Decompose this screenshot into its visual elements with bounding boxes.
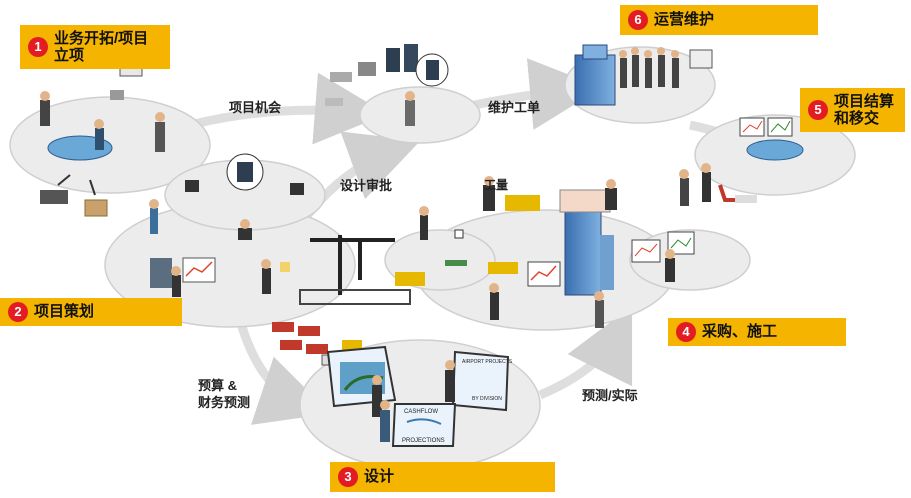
scene-center <box>325 44 449 126</box>
phase-6-badge: 6 运营维护 <box>620 5 818 35</box>
phase-3-label: 设计 <box>364 468 395 486</box>
phase-4-badge: 4 采购、施工 <box>668 318 846 346</box>
scene-construction <box>488 179 617 328</box>
phase-2-badge: 2 项目策划 <box>0 298 182 326</box>
flow-label-maintenance: 维护工单 <box>488 100 541 115</box>
flow-label-design-approval: 设计审批 <box>340 178 393 193</box>
phase-1-badge: 1 业务开拓/项目立项 <box>20 25 170 69</box>
scene-operation <box>574 44 713 106</box>
board-airport-text: AIRPORT PROJECTS <box>462 359 513 365</box>
board-projections-text: PROJECTIONS <box>402 438 445 444</box>
board-cashflow-text: CASHFLOW <box>404 409 438 415</box>
scene-site <box>299 176 540 305</box>
phase-1-label: 业务开拓/项目立项 <box>54 29 149 64</box>
phase-4-label: 采购、施工 <box>702 323 778 341</box>
phase-6-number: 6 <box>628 10 648 30</box>
phase-5-badge: 5 项目结算和移交 <box>800 88 905 132</box>
flow-label-budget: 预算 & 财务预测 <box>198 378 251 410</box>
scene-design: CASHFLOW PROJECTIONS AIRPORT PROJECTS BY… <box>272 322 513 447</box>
flow-label-opportunity: 项目机会 <box>229 100 282 115</box>
phase-2-number: 2 <box>8 302 28 322</box>
scene-closeout <box>679 117 804 206</box>
flow-label-forecast: 预测/实际 <box>582 388 638 403</box>
platform-center <box>359 86 481 144</box>
scene-planning <box>149 153 304 297</box>
phase-1-number: 1 <box>28 37 48 57</box>
phase-5-number: 5 <box>808 100 828 120</box>
phase-3-badge: 3 设计 <box>330 462 555 492</box>
phase-2-label: 项目策划 <box>34 303 95 321</box>
site-label: 工量 <box>484 178 509 192</box>
phase-6-label: 运营维护 <box>654 11 715 29</box>
phase-4-number: 4 <box>676 322 696 342</box>
phase-5-label: 项目结算和移交 <box>834 92 895 127</box>
scene-opportunity <box>40 59 165 217</box>
board-division-text: BY DIVISION <box>472 396 502 402</box>
scene-analytics <box>631 231 695 282</box>
phase-3-number: 3 <box>338 467 358 487</box>
